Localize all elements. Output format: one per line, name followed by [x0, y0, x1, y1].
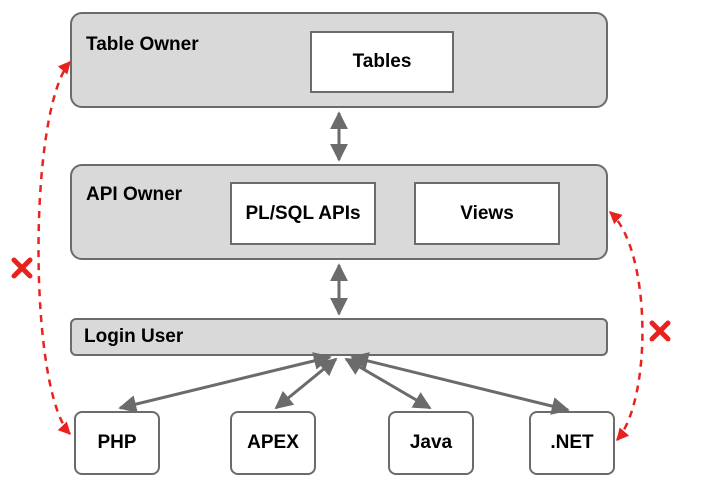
tables-box: Tables [310, 31, 454, 93]
arrow-login-dotnet [350, 352, 570, 415]
arrow-login-php [118, 352, 332, 413]
client-apex: APEX [230, 411, 316, 475]
client-dotnet: .NET [529, 411, 615, 475]
arrow-login-apex [274, 357, 338, 410]
plsql-apis-box: PL/SQL APIs [230, 182, 376, 245]
login-user-label: Login User [84, 326, 184, 347]
login-user-layer: Login User [70, 318, 608, 356]
denied-path-dotnet-api-owner [609, 211, 644, 441]
views-box: Views [414, 182, 560, 245]
table-owner-label: Table Owner [86, 34, 199, 55]
blocked-x-icon [649, 320, 671, 342]
denied-path-php-table-owner [37, 61, 71, 435]
client-php: PHP [74, 411, 160, 475]
client-java: Java [388, 411, 474, 475]
blocked-x-icon [11, 257, 33, 279]
api-owner-label: API Owner [86, 184, 183, 205]
